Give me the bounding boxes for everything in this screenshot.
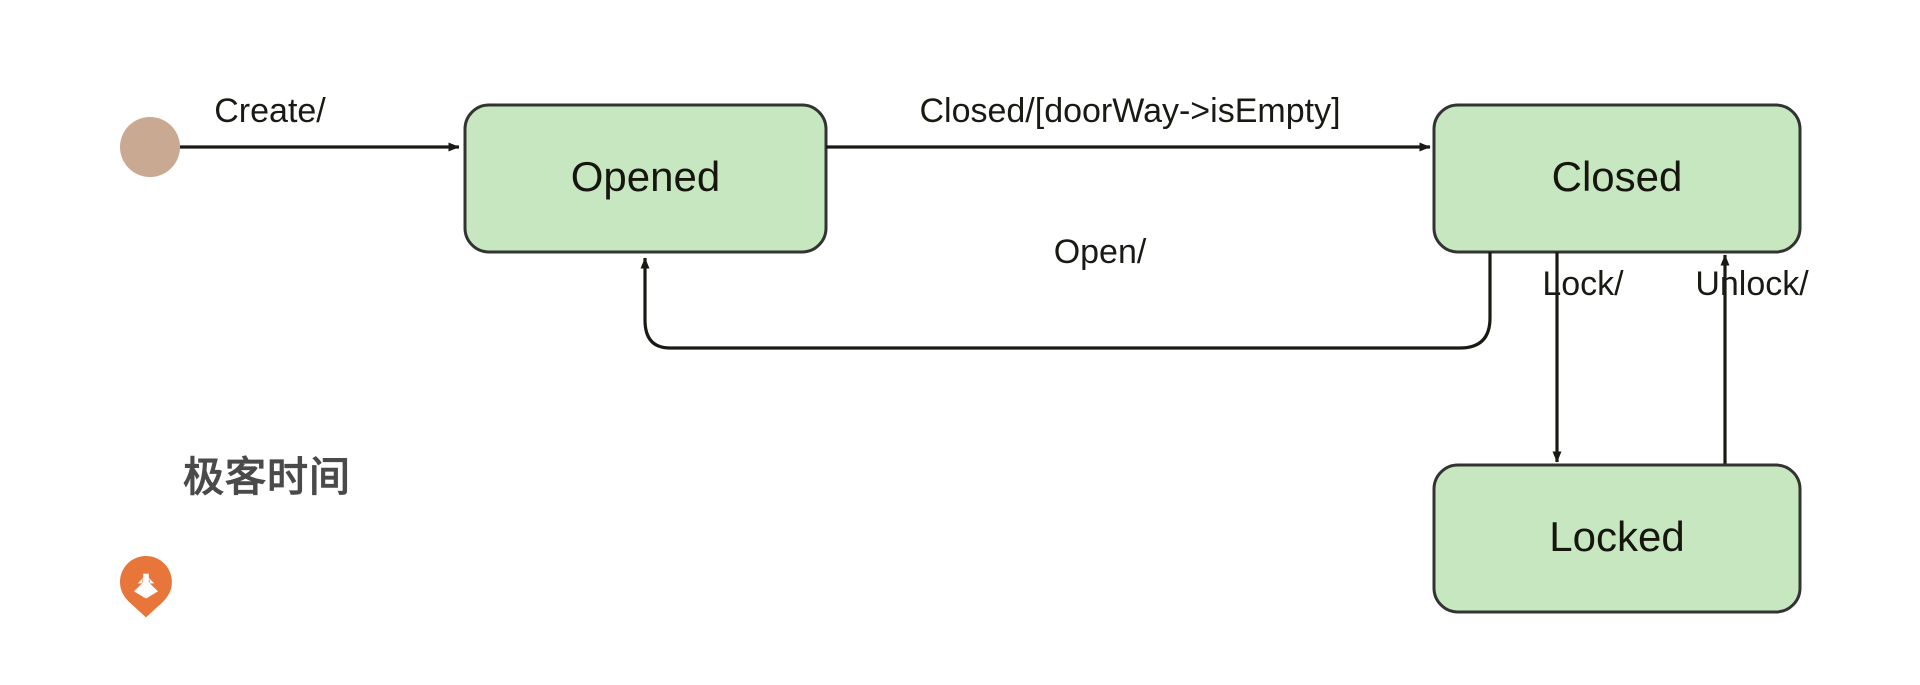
transition-label-open: Open/ bbox=[1054, 233, 1147, 271]
state-label-closed: Closed bbox=[1552, 153, 1683, 200]
state-box-opened bbox=[463, 103, 828, 254]
transition-lock[interactable]: Lock/ bbox=[1542, 252, 1624, 463]
transition-label-create: Create/ bbox=[214, 92, 326, 130]
open-arrow-path bbox=[640, 252, 1492, 350]
transition-closed[interactable]: Closed/[doorWay->isEmpty] bbox=[826, 92, 1431, 152]
state-box-locked bbox=[1432, 463, 1802, 614]
transition-label-closed: Closed/[doorWay->isEmpty] bbox=[919, 92, 1340, 130]
geektime-pin-icon bbox=[120, 556, 172, 618]
watermark: 极客时间 bbox=[120, 453, 351, 618]
initial-state-circle bbox=[120, 117, 180, 177]
transition-label-unlock: Unlock/ bbox=[1695, 265, 1809, 303]
state-label-locked: Locked bbox=[1549, 513, 1684, 560]
state-node-locked[interactable]: Locked bbox=[1432, 463, 1802, 614]
transition-create[interactable]: Create/ bbox=[180, 92, 460, 152]
transition-label-lock: Lock/ bbox=[1542, 265, 1624, 303]
state-label-opened: Opened bbox=[571, 153, 720, 200]
state-box-closed bbox=[1432, 103, 1802, 254]
watermark-text: 极客时间 bbox=[183, 453, 351, 501]
state-node-opened[interactable]: Opened bbox=[463, 103, 828, 254]
state-node-closed[interactable]: Closed bbox=[1432, 103, 1802, 254]
transition-open[interactable]: Open/ bbox=[640, 233, 1492, 350]
transition-unlock[interactable]: Unlock/ bbox=[1695, 254, 1809, 465]
